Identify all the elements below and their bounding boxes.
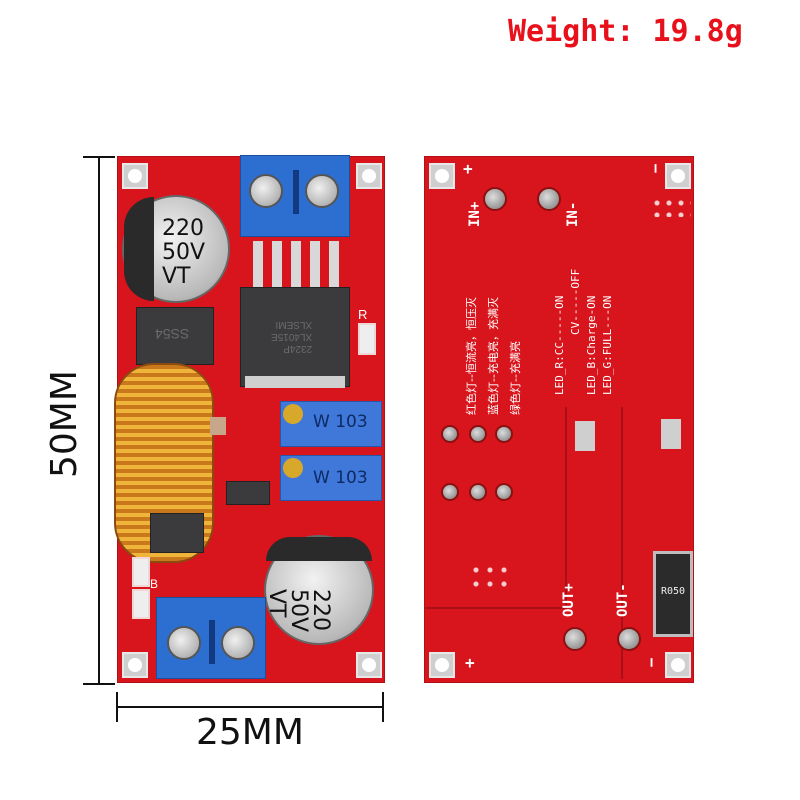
mount-pad-bottom-left [429,652,455,678]
sot-transistor [226,481,270,505]
height-dimension-label: 50MM [44,370,85,478]
regulator-legs [253,241,343,287]
led-note-cv: CV-----OFF [569,268,582,335]
mount-pad-top-right [665,163,691,189]
silk-label-r: R [358,307,368,322]
capacitor-bottom-series: VT [264,589,289,618]
led-via [469,425,487,443]
terminal-divider [293,170,299,214]
dot-grid-mid [469,563,509,591]
led-red [358,323,376,355]
screw-icon [221,626,255,660]
mount-pad-bottom-left [122,652,148,678]
in-minus-via [537,187,561,211]
dot-grid-top [651,197,691,217]
chinese-note-green: 绿色灯--充满亮 [509,341,522,415]
chinese-note-red: 红色灯--恒流亮，恒压灭 [465,297,478,415]
screw-icon [167,626,201,660]
height-dimension-line [98,156,100,684]
terminal-divider [209,620,215,664]
smd-pad [575,421,595,451]
silk-label-b: B [150,577,159,591]
capacitor-top-voltage: 50V [162,240,206,265]
mount-pad-top-left [429,163,455,189]
out-minus-label: OUT- [615,583,631,617]
mount-pad-top-left [122,163,148,189]
regulator-chip: 2324P XL4015E XLSEMI [240,287,350,388]
out-minus-via [617,627,641,651]
capacitor-top-value: 220 [162,216,204,241]
led-note-b: LED_B:Charge-ON [585,295,598,395]
capacitor-bottom: 220 50V VT [264,535,374,645]
out-plus-label: OUT+ [561,583,577,617]
width-dimension-cap-left [116,692,118,722]
resistor-label: R050 [660,586,686,597]
input-terminal-block [240,155,350,237]
back-pcb-board: + − IN+ IN- 红色灯--恒流亮，恒压灭 蓝色灯--充电亮，充满灭 绿色… [424,156,694,683]
front-pcb-board: 220 50V VT 2324P XL4015E XLSEMI SS54 R W… [114,155,385,683]
led-via [441,483,459,501]
inductor-lead [210,417,226,435]
width-dimension-cap-right [382,692,384,722]
capacitor-polarity-stripe [266,537,372,561]
potentiometer-1-label: W 103 [313,412,368,432]
diode-label: SS54 [155,326,190,342]
potentiometer-2[interactable]: W 103 [280,455,382,501]
mount-pad-bottom-right [665,652,691,678]
plus-bottom-label: + [465,653,475,672]
control-ic [150,513,204,553]
led-via [441,425,459,443]
weight-label: Weight: 19.8g [508,14,743,49]
led-via [469,483,487,501]
pot-adjust-screw-icon[interactable] [283,404,303,424]
pot-adjust-screw-icon[interactable] [283,458,303,478]
pcb-trace [425,607,567,609]
led-green [132,589,150,619]
output-terminal-block [156,597,266,679]
in-plus-via [483,187,507,211]
screw-icon [249,174,283,208]
smd-pad [661,419,681,449]
regulator-tab [245,376,345,388]
height-dimension-cap-bottom [83,683,115,685]
mount-pad-bottom-right [356,652,382,678]
capacitor-top-series: VT [162,264,191,289]
led-via [495,483,513,501]
in-minus-label: IN- [565,201,581,227]
led-note-r: LED_R:CC-----ON [553,295,566,395]
capacitor-top: 220 50V VT [122,195,230,303]
led-via [495,425,513,443]
minus-bottom-label: − [642,657,662,668]
out-plus-via [563,627,587,651]
regulator-chip-text: 2324P XL4015E XLSEMI [271,319,313,354]
shunt-resistor: R050 [653,551,693,637]
chinese-note-blue: 蓝色灯--充电亮，充满灭 [487,297,500,415]
capacitor-polarity-stripe [124,197,154,301]
pcb-trace [621,407,623,679]
diode-ss54: SS54 [136,307,214,365]
potentiometer-2-label: W 103 [313,468,368,488]
minus-top-label: − [646,163,666,174]
pcb-trace [565,407,567,609]
potentiometer-1[interactable]: W 103 [280,401,382,447]
mount-pad-top-right [356,163,382,189]
screw-icon [305,174,339,208]
capacitor-bottom-voltage: 50V [286,589,311,633]
capacitor-bottom-value: 220 [308,589,333,631]
led-note-g: LED_G:FULL---ON [601,295,614,395]
width-dimension-label: 25MM [196,712,304,753]
led-blue [132,557,150,587]
in-plus-label: IN+ [467,201,483,227]
width-dimension-line [116,706,384,708]
height-dimension-cap-top [83,156,115,158]
plus-top-label: + [463,159,473,178]
